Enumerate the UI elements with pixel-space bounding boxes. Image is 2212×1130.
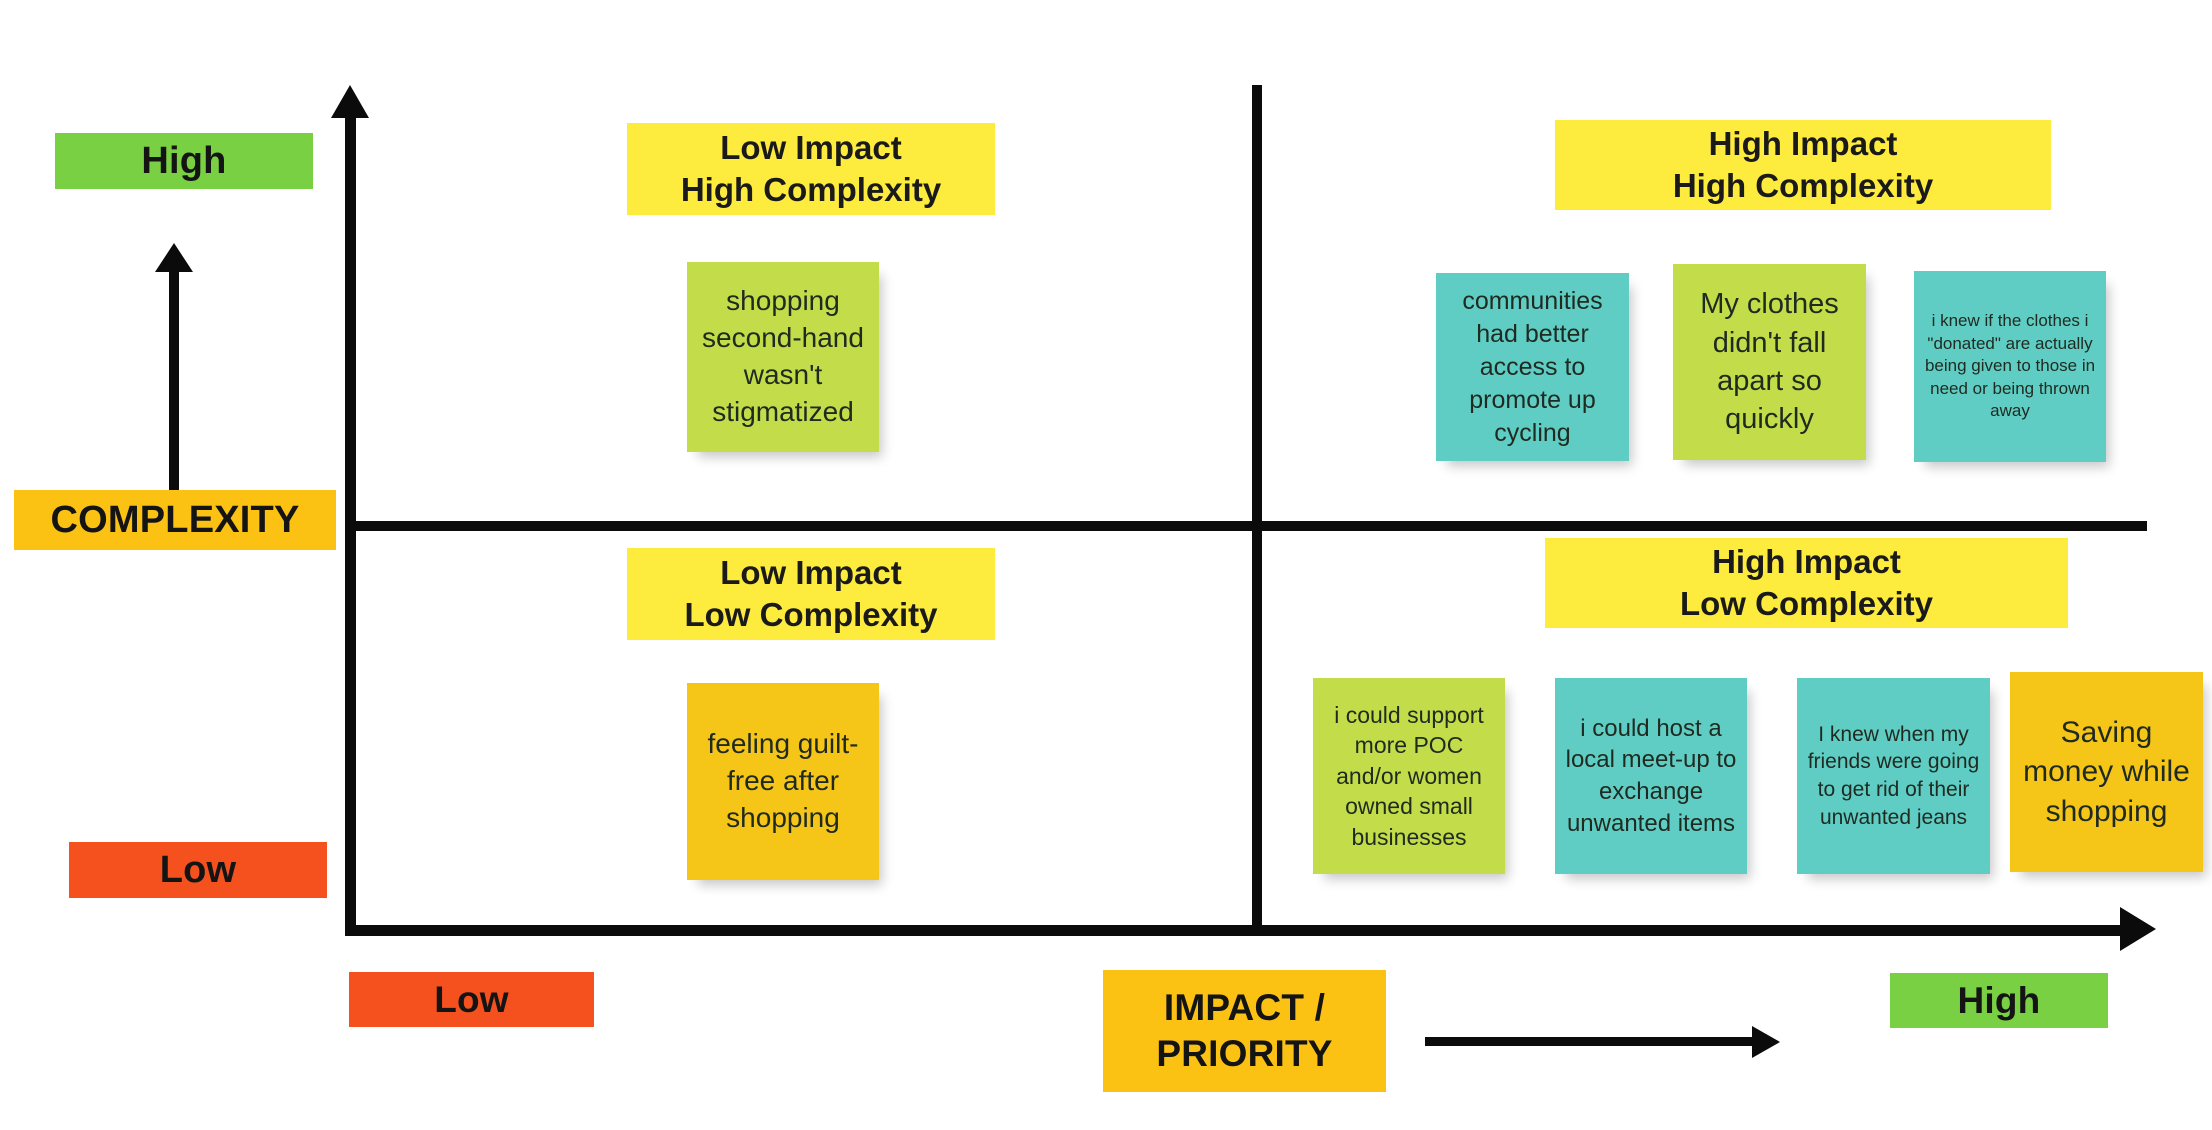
x-axis-title-line1: IMPACT /	[1163, 986, 1326, 1028]
quadrant-title-line2: Low Complexity	[684, 596, 938, 633]
impact-direction-arrow-icon	[1425, 1037, 1760, 1046]
sticky-note-host-local-meetup[interactable]: i could host a local meet-up to exchange…	[1555, 678, 1747, 874]
quadrant-title-high-impact-low-complexity: High Impact Low Complexity	[1545, 538, 2068, 628]
vertical-quadrant-divider	[1252, 85, 1262, 933]
sticky-note-communities-upcycling[interactable]: communities had better access to promote…	[1436, 273, 1629, 461]
sticky-note-guilt-free-shopping[interactable]: feeling guilt-free after shopping	[687, 683, 879, 880]
quadrant-title-high-impact-high-complexity: High Impact High Complexity	[1555, 120, 2051, 210]
x-axis-arrow-icon	[2120, 907, 2156, 951]
complexity-direction-arrowhead-icon	[155, 243, 193, 272]
quadrant-title-line1: Low Impact	[720, 128, 902, 166]
y-axis-arrow-icon	[331, 85, 369, 118]
sticky-note-support-poc-women-businesses[interactable]: i could support more POC and/or women ow…	[1313, 678, 1505, 874]
x-axis-title: IMPACT / PRIORITY	[1103, 970, 1386, 1092]
x-axis-high-label: High	[1890, 973, 2108, 1028]
sticky-note-shopping-secondhand[interactable]: shopping second-hand wasn't stigmatized	[687, 262, 879, 452]
y-axis-high-label: High	[55, 133, 313, 189]
sticky-note-saving-money-shopping[interactable]: Saving money while shopping	[2010, 672, 2203, 872]
quadrant-title-line1: High Impact	[1712, 542, 1901, 580]
quadrant-title-line1: Low Impact	[720, 553, 902, 591]
sticky-note-friends-unwanted-jeans[interactable]: I knew when my friends were going to get…	[1797, 678, 1990, 874]
y-axis-line	[345, 108, 356, 933]
quadrant-title-line2: High Complexity	[680, 171, 942, 208]
sticky-note-donated-clothes[interactable]: i knew if the clothes i "donated" are ac…	[1914, 271, 2106, 462]
quadrant-title-line2: Low Complexity	[1679, 585, 1934, 622]
impact-direction-arrowhead-icon	[1752, 1026, 1780, 1058]
horizontal-quadrant-divider	[352, 521, 2147, 531]
x-axis-low-label: Low	[349, 972, 594, 1027]
complexity-direction-arrow-icon	[169, 265, 179, 497]
quadrant-title-line1: High Impact	[1708, 124, 1898, 162]
quadrant-title-low-impact-low-complexity: Low Impact Low Complexity	[627, 548, 995, 640]
y-axis-title: COMPLEXITY	[14, 490, 336, 550]
quadrant-title-line2: High Complexity	[1672, 167, 1934, 204]
sticky-note-clothes-fall-apart[interactable]: My clothes didn't fall apart so quickly	[1673, 264, 1866, 460]
x-axis-line	[345, 925, 2135, 936]
quadrant-title-low-impact-high-complexity: Low Impact High Complexity	[627, 123, 995, 215]
x-axis-title-line2: PRIORITY	[1156, 1033, 1333, 1074]
y-axis-low-label: Low	[69, 842, 327, 898]
